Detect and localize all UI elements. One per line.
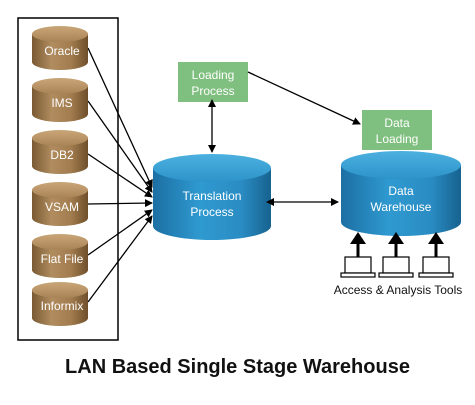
arrow-db2 (87, 153, 153, 198)
source-ims: IMS (32, 78, 88, 122)
data-warehouse-cylinder: Data Warehouse (341, 151, 461, 236)
source-oracle: Oracle (32, 26, 88, 70)
arrow-flat-file (87, 209, 153, 256)
arrow-vsam (87, 199, 153, 208)
loading-process-line1: Loading (192, 68, 235, 82)
source-label-vsam: VSAM (45, 200, 79, 214)
source-label-flat-file: Flat File (41, 252, 84, 266)
data-loading-line2: Loading (376, 132, 419, 146)
warehouse-line1: Data (388, 184, 414, 198)
loading-process-box: Loading Process (178, 62, 248, 102)
sources-frame (17, 17, 119, 341)
arrow-ims (87, 100, 153, 193)
source-informix: Informix (32, 282, 88, 326)
source-flat-file: Flat File (32, 234, 88, 278)
tool-terminal-3 (418, 232, 454, 278)
arrow-oracle (87, 47, 153, 188)
warehouse-line2: Warehouse (371, 200, 432, 214)
translation-line1: Translation (183, 189, 242, 203)
tool-terminal-1 (340, 232, 376, 278)
arrow-informix (87, 215, 153, 303)
translation-process-cylinder: Translation Process (153, 154, 271, 240)
diagram-title: LAN Based Single Stage Warehouse (65, 356, 410, 378)
source-vsam: VSAM (32, 182, 88, 226)
source-label-oracle: Oracle (44, 44, 80, 58)
data-loading-box: Data Loading (362, 110, 432, 150)
source-label-db2: DB2 (50, 148, 74, 162)
translation-line2: Process (190, 205, 233, 219)
source-label-ims: IMS (51, 96, 72, 110)
source-db2: DB2 (32, 130, 88, 174)
source-arrows (87, 47, 153, 303)
data-loading-line1: Data (384, 116, 410, 130)
arrow-loading-to-data-loading (247, 71, 361, 125)
loading-process-line2: Process (191, 84, 234, 98)
source-label-informix: Informix (41, 299, 84, 313)
tools-label: Access & Analysis Tools (334, 283, 463, 297)
tool-terminal-2 (378, 232, 414, 278)
